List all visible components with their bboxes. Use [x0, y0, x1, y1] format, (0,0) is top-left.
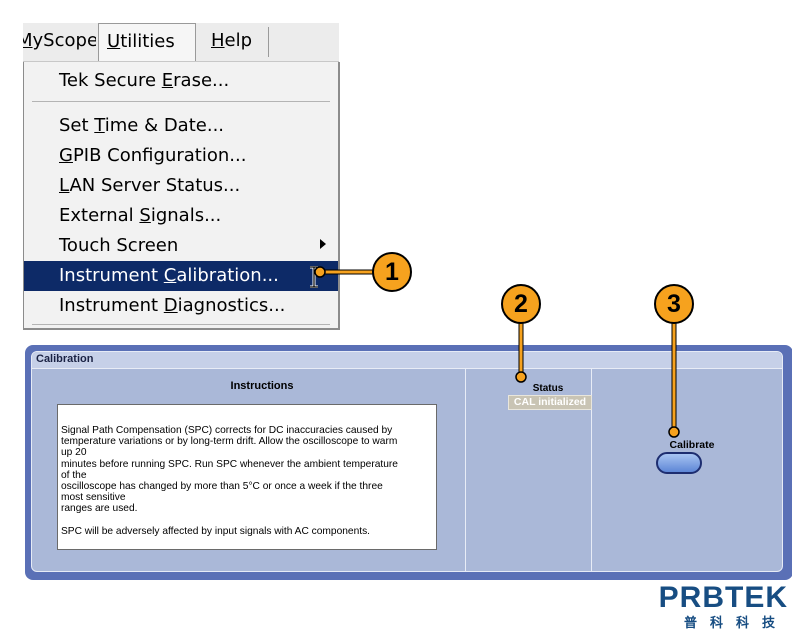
- menu-myscope[interactable]: MyScope: [23, 30, 96, 51]
- instructions-heading: Instructions: [230, 380, 294, 392]
- status-value: CAL initialized: [508, 395, 592, 410]
- text-cursor-icon: [310, 266, 318, 288]
- logo-text: PRBTEK: [658, 581, 788, 614]
- menu-item-instrument-calibration[interactable]: Instrument Calibration...: [24, 261, 338, 291]
- menu-utilities[interactable]: Utilities: [98, 23, 196, 61]
- callout-marker-2: 2: [501, 284, 541, 324]
- submenu-arrow-icon: [320, 239, 326, 249]
- logo-subtext: 普科科技: [683, 615, 788, 630]
- instructions-paragraph: Signal Path Compensation (SPC) corrects …: [61, 425, 398, 515]
- instructions-text-box[interactable]: Signal Path Compensation (SPC) corrects …: [57, 404, 437, 550]
- menu-item-lan-server-status[interactable]: LAN Server Status...: [59, 175, 241, 196]
- menu-item-instrument-diagnostics[interactable]: Instrument Diagnostics...: [59, 295, 286, 316]
- calibrate-label: Calibrate: [669, 439, 715, 451]
- menu-separator: [32, 324, 330, 325]
- calibrate-button[interactable]: [656, 452, 702, 474]
- instructions-paragraph: SPC will be adversely affected by input …: [61, 525, 370, 537]
- menu-separator: [32, 101, 330, 102]
- menu-item-external-signals[interactable]: External Signals...: [59, 205, 222, 226]
- menu-item-gpib-configuration[interactable]: GPIB Configuration...: [59, 145, 247, 166]
- calibration-panel-body: Calibration Instructions Signal Path Com…: [31, 351, 783, 572]
- menu-help[interactable]: Help: [211, 30, 253, 51]
- column-divider: [591, 369, 592, 571]
- menu-item-tek-secure-erase[interactable]: Tek Secure Erase...: [59, 70, 230, 91]
- calibration-panel: Calibration Instructions Signal Path Com…: [25, 345, 792, 580]
- calibration-title-bar: Calibration: [32, 352, 782, 369]
- prbtek-logo: PRBTEK 普科科技: [652, 581, 790, 630]
- menu-bar: MyScope Utilities Help: [23, 23, 339, 62]
- menu-item-touch-screen[interactable]: Touch Screen: [24, 231, 338, 261]
- callout-marker-3: 3: [654, 284, 694, 324]
- callout-marker-1: 1: [372, 252, 412, 292]
- status-label: Status: [532, 383, 564, 394]
- menu-bar-divider: [268, 27, 269, 57]
- column-divider: [465, 369, 466, 571]
- menu-item-set-time-date[interactable]: Set Time & Date...: [59, 115, 225, 136]
- utilities-dropdown-menu: Tek Secure Erase... Set Time & Date... G…: [23, 62, 340, 330]
- calibration-title: Calibration: [36, 353, 94, 365]
